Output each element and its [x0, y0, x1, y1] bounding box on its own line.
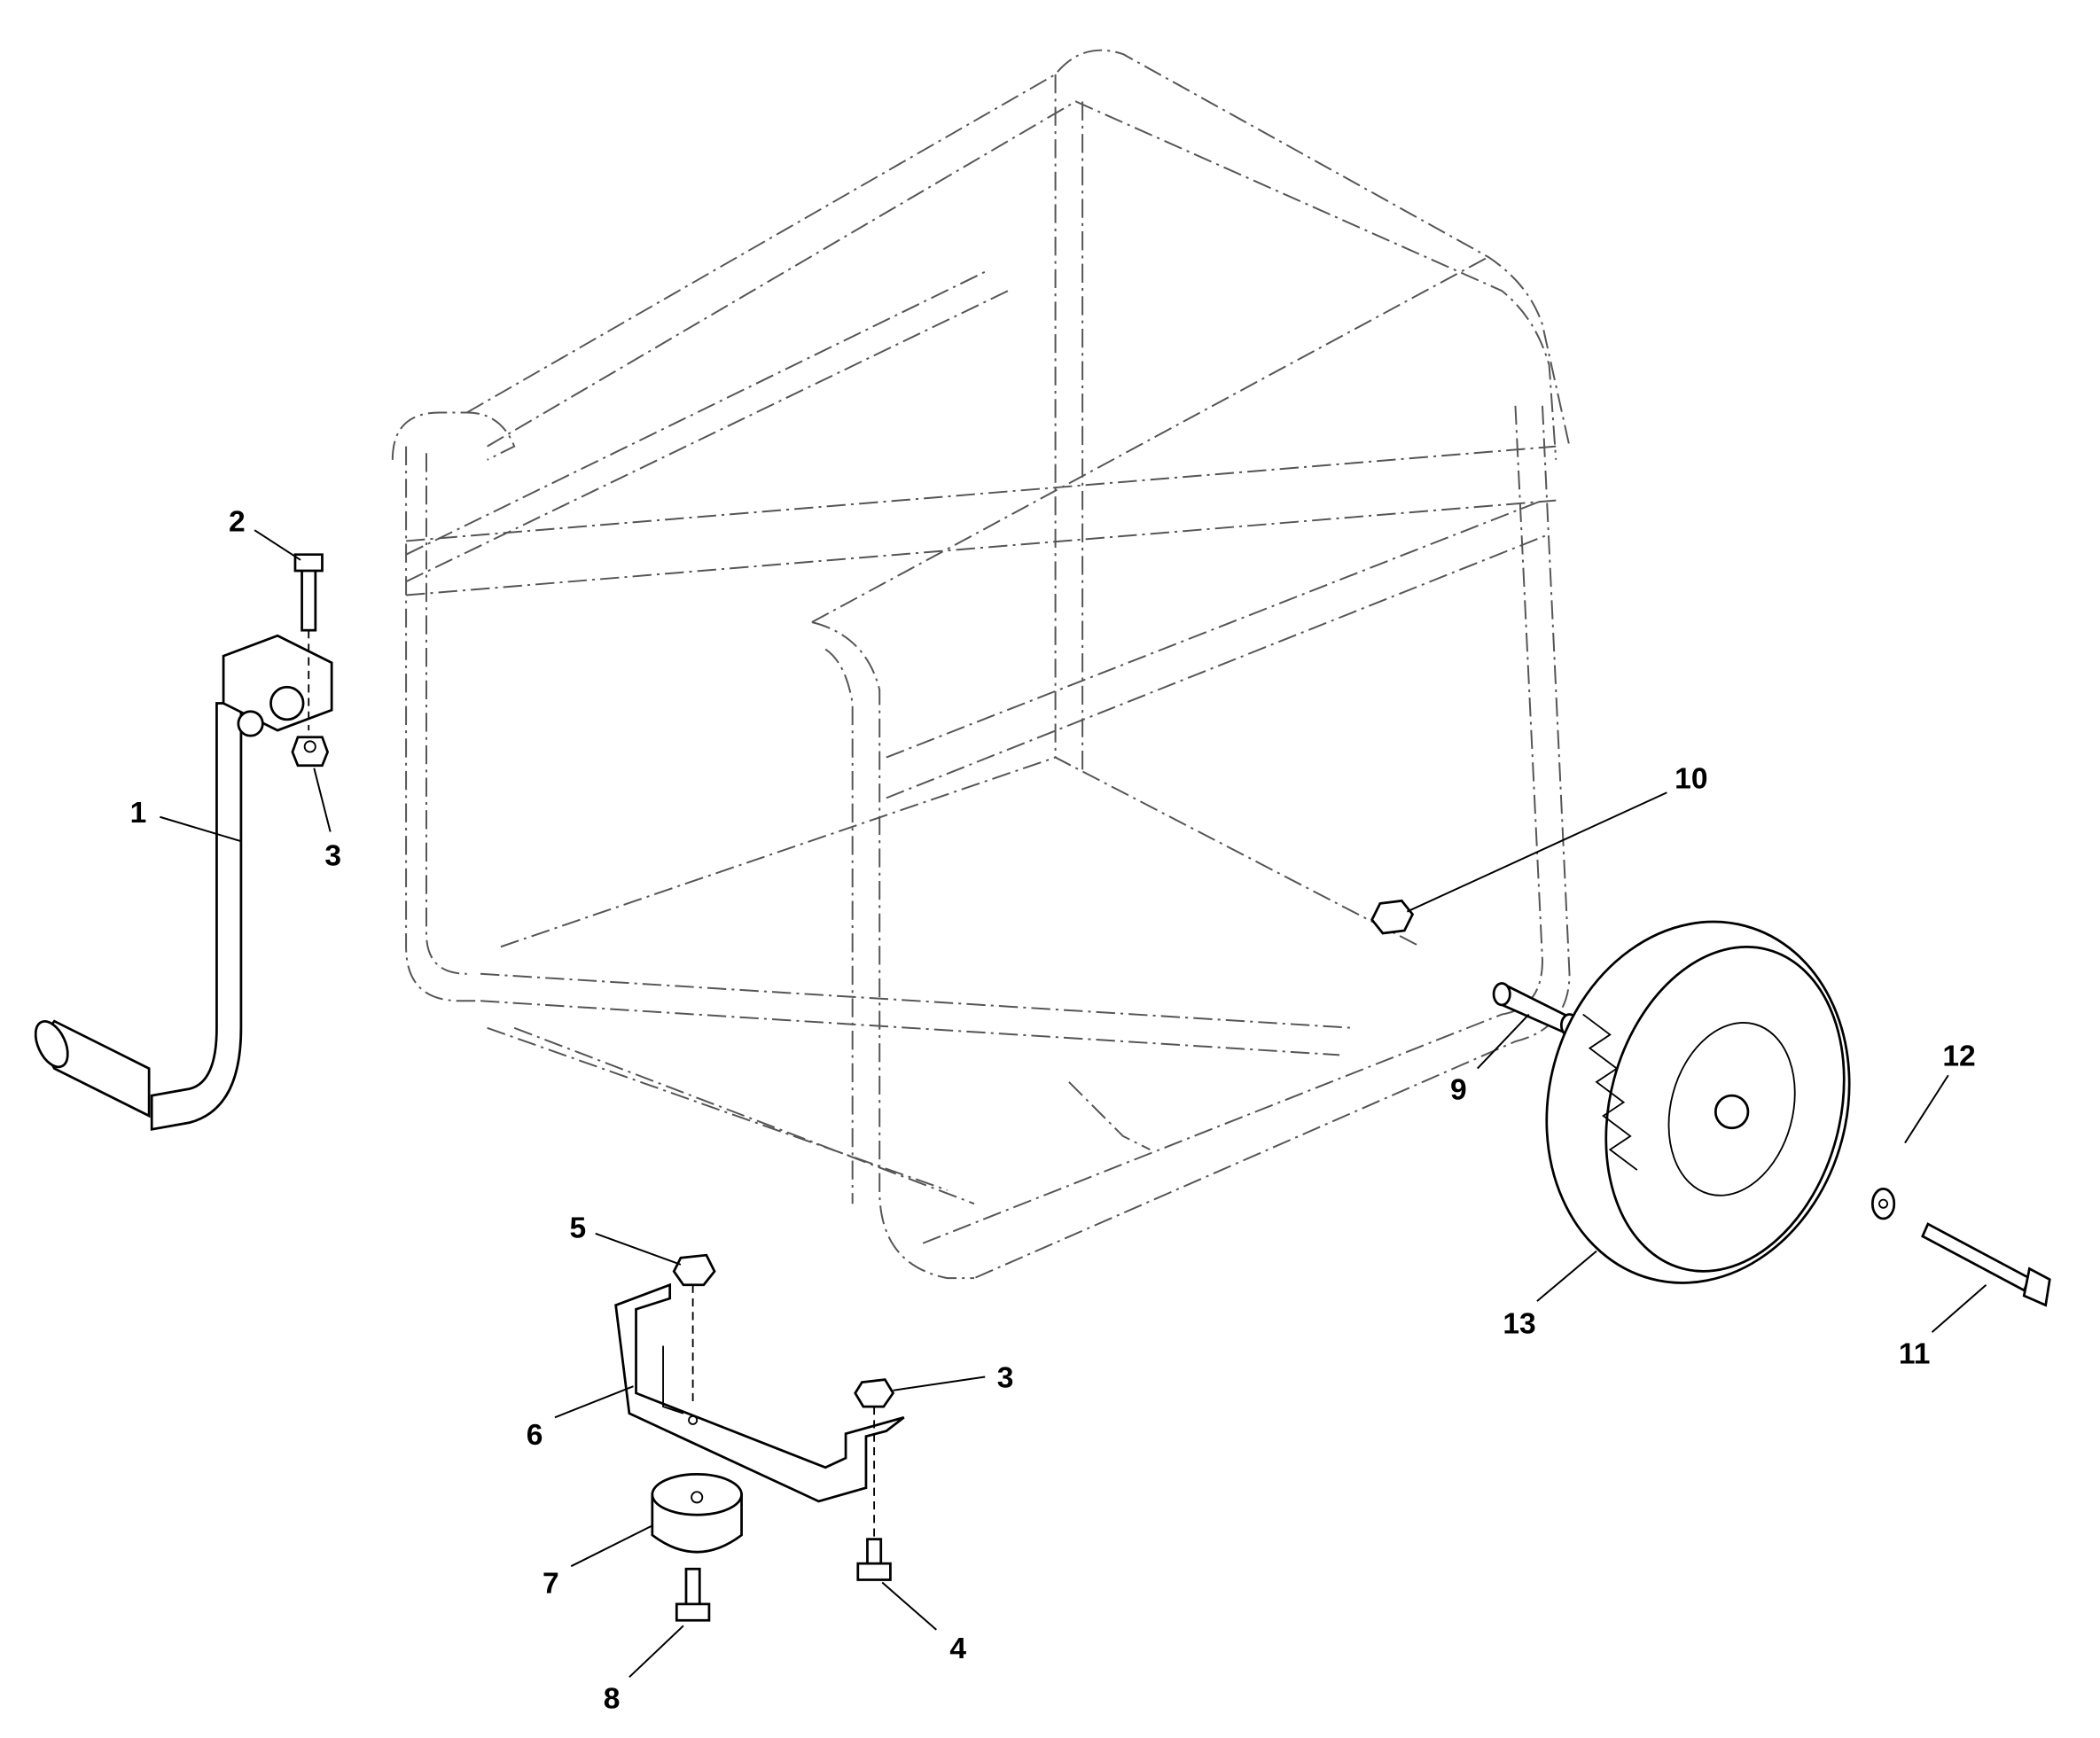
callout-1: 1	[130, 797, 147, 830]
axle-bolt-part	[1921, 1222, 2051, 1307]
rubber-foot-part	[651, 1473, 743, 1554]
callout-8: 8	[604, 1682, 621, 1715]
callout-12: 12	[1942, 1040, 1975, 1073]
axle-nut-part	[1370, 899, 1415, 935]
callout-7: 7	[543, 1568, 559, 1601]
callout-3: 3	[324, 840, 341, 873]
leader-lines	[160, 529, 1987, 1679]
callout-13: 13	[1503, 1308, 1535, 1341]
callout-6: 6	[527, 1419, 543, 1452]
callout-2: 2	[229, 506, 246, 539]
bracket-nut-part	[672, 1253, 716, 1407]
callout-5: 5	[570, 1212, 587, 1244]
generator-frame	[391, 49, 1571, 1280]
handle-bolt-part	[293, 553, 324, 731]
foot-bracket-part	[614, 1282, 905, 1503]
bracket-nut-2-part	[854, 1378, 895, 1542]
wheel-part	[1545, 920, 1851, 1284]
callout-4: 4	[949, 1633, 966, 1665]
callout-9: 9	[1450, 1074, 1467, 1107]
nut-part	[291, 736, 330, 768]
handle-part	[34, 634, 333, 1131]
callout-10: 10	[1675, 763, 1707, 796]
foot-bolt-part	[675, 1567, 711, 1622]
washer-part	[1870, 1188, 1896, 1220]
callout-11: 11	[1899, 1337, 1930, 1370]
bracket-bolt-part	[856, 1538, 892, 1581]
callout-3-bracket: 3	[997, 1362, 1014, 1395]
